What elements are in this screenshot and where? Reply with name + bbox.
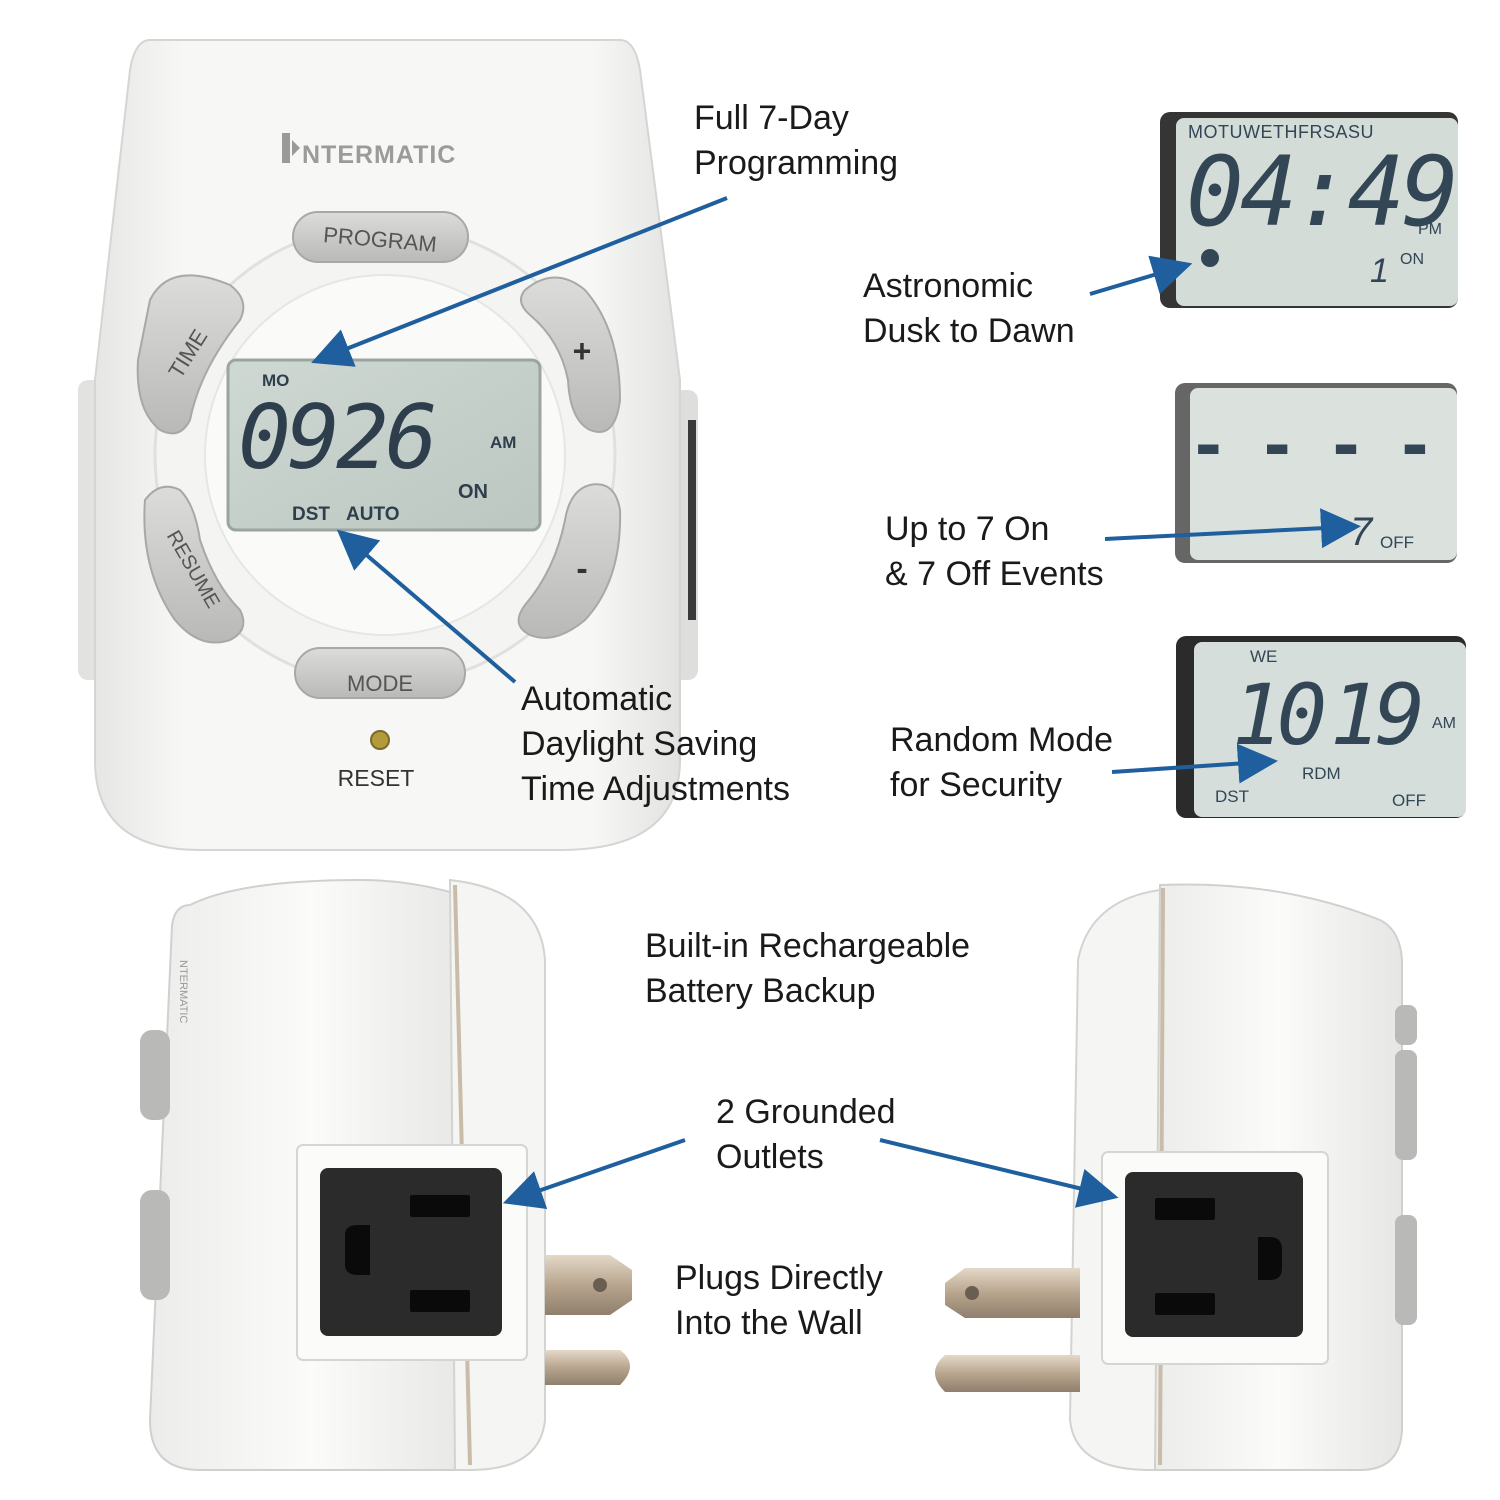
- events-event: 7: [1350, 510, 1374, 554]
- astronomic-days: MOTUWETHFRSASU: [1188, 122, 1374, 142]
- minus-button[interactable]: -: [517, 483, 622, 639]
- arrow-outlet-right: [879, 1138, 1119, 1208]
- side-switch: [688, 420, 696, 620]
- callout-line: Outlets: [716, 1138, 824, 1176]
- callout-line: & 7 Off Events: [885, 555, 1104, 593]
- program-button[interactable]: PROGRAM: [292, 211, 469, 263]
- random-day: WE: [1250, 647, 1277, 666]
- random-dst: DST: [1215, 787, 1249, 806]
- callout-line: Full 7-Day: [694, 99, 849, 137]
- callout-line: Built-in Rechargeable: [645, 927, 971, 965]
- arrow-outlet-left: [502, 1138, 686, 1210]
- arrow-programming: [311, 196, 728, 367]
- astronomic-ampm: PM: [1418, 221, 1442, 238]
- side-logo-text: NTERMATIC: [177, 960, 189, 1023]
- events-lcd-closeup: - - - - 7 OFF: [1175, 383, 1457, 563]
- callout-line: Plugs Directly: [675, 1259, 883, 1297]
- callout-astronomic: Astronomic Dusk to Dawn: [863, 264, 1075, 354]
- arrow-events: [1104, 508, 1361, 549]
- plus-button-label: +: [573, 333, 592, 369]
- callout-random: Random Mode for Security: [890, 718, 1113, 808]
- lcd-dst: DST: [292, 504, 330, 525]
- side-button: [140, 1190, 170, 1300]
- side-button: [1395, 1050, 1417, 1160]
- arrow-random: [1111, 743, 1278, 784]
- callout-line: Battery Backup: [645, 972, 876, 1010]
- astronomic-time: 04:49: [1186, 136, 1455, 248]
- callout-line: Time Adjustments: [521, 770, 790, 808]
- plug-prong-top: [545, 1255, 632, 1315]
- astronomic-state: ON: [1400, 251, 1424, 268]
- callout-arrows: [311, 196, 1361, 1210]
- astronomic-lcd-closeup: MOTUWETHFRSASU 04:49 PM 1 ON: [1160, 112, 1459, 308]
- arrow-dst: [336, 529, 517, 684]
- brand-logo: NTERMATIC: [282, 133, 456, 169]
- lcd-day: MO: [262, 371, 289, 390]
- plug-prong-bottom: [545, 1350, 630, 1385]
- callout-events: Up to 7 On & 7 Off Events: [885, 507, 1104, 597]
- arrow-astronomic: [1089, 255, 1193, 296]
- callout-line: Dusk to Dawn: [863, 312, 1075, 350]
- reset-label: RESET: [338, 765, 415, 791]
- events-state: OFF: [1380, 533, 1414, 552]
- callout-line: 2 Grounded: [716, 1093, 896, 1131]
- random-state: OFF: [1392, 791, 1426, 810]
- mode-button-label: MODE: [347, 671, 413, 696]
- lcd-ampm: AM: [490, 433, 516, 452]
- mode-button[interactable]: MODE: [294, 647, 466, 699]
- random-minute: 19: [1330, 666, 1421, 764]
- random-mode: RDM: [1302, 764, 1341, 783]
- lcd-time: 0926: [238, 386, 434, 489]
- callout-line: Daylight Saving: [521, 725, 758, 763]
- callout-line: for Security: [890, 766, 1062, 804]
- callout-outlets: 2 Grounded Outlets: [716, 1090, 896, 1180]
- callout-line: Into the Wall: [675, 1304, 863, 1342]
- front-timer-device: NTERMATIC PROGRAM TIME + RESUME - MODE: [78, 39, 698, 851]
- astronomic-event: 1: [1370, 252, 1389, 290]
- left-side-view-device: NTERMATIC: [140, 878, 632, 1471]
- brand-logo-text: NTERMATIC: [302, 141, 456, 169]
- minus-button-label: -: [576, 550, 587, 588]
- right-side-view-device: [935, 883, 1417, 1471]
- callout-plugs: Plugs Directly Into the Wall: [675, 1256, 883, 1346]
- side-button: [1395, 1005, 1417, 1045]
- callout-line: Up to 7 On: [885, 510, 1050, 548]
- time-button[interactable]: TIME: [136, 274, 245, 435]
- plus-button[interactable]: +: [520, 276, 622, 433]
- callout-line: Automatic: [521, 680, 673, 718]
- lcd-auto: AUTO: [346, 504, 399, 525]
- callout-battery: Built-in Rechargeable Battery Backup: [645, 924, 970, 1014]
- dusk-dawn-icon: [1201, 249, 1219, 267]
- events-time: - - - -: [1195, 398, 1438, 487]
- callout-dst: Automatic Daylight Saving Time Adjustmen…: [521, 677, 790, 812]
- callout-line: Programming: [694, 144, 899, 182]
- random-lcd-closeup: WE 10 19 AM RDM DST OFF: [1176, 636, 1466, 818]
- side-button: [1395, 1215, 1417, 1325]
- random-ampm: AM: [1432, 715, 1456, 732]
- callout-line: Random Mode: [890, 721, 1114, 759]
- callout-programming: Full 7-Day Programming: [694, 96, 898, 186]
- plug-prong-bottom: [935, 1355, 1080, 1392]
- random-hour: 10: [1232, 666, 1324, 764]
- callout-line: Astronomic: [863, 267, 1034, 305]
- front-lcd: MO 0926 AM ON DST AUTO: [226, 358, 542, 532]
- reset-button[interactable]: [370, 730, 390, 750]
- side-button: [140, 1030, 170, 1120]
- lcd-state: ON: [458, 481, 488, 503]
- plug-prong-top: [945, 1268, 1080, 1318]
